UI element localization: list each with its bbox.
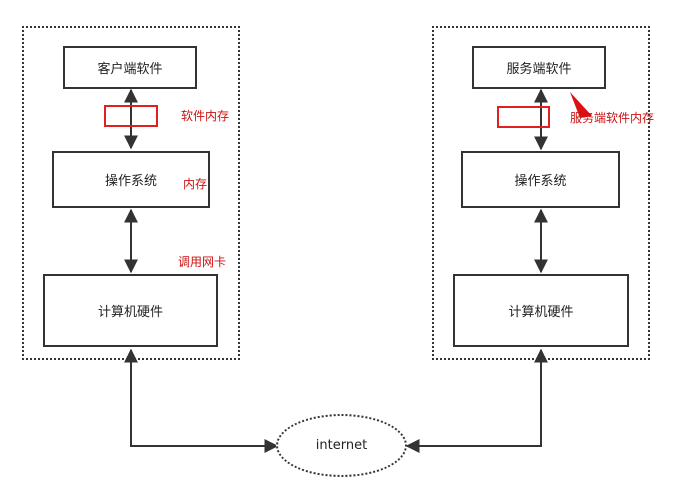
client-group	[22, 26, 240, 360]
annotation-call-nic: 调用网卡	[178, 255, 227, 269]
internet-node: internet	[276, 414, 407, 477]
client-memory-highlight	[104, 105, 158, 127]
annotation-memory: 内存	[183, 177, 208, 191]
annotation-server-software-memory: 服务端软件内存	[570, 111, 655, 125]
internet-label: internet	[315, 438, 368, 453]
server-hardware-label: 计算机硬件	[508, 305, 574, 320]
client-software-label: 客户端软件	[97, 62, 163, 77]
arrow-client-internet	[124, 348, 279, 453]
server-os-label: 操作系统	[514, 174, 567, 189]
client-hardware-box: 计算机硬件	[43, 274, 218, 347]
server-group	[432, 26, 650, 360]
server-software-label: 服务端软件	[506, 62, 572, 77]
client-os-box: 操作系统	[52, 151, 210, 208]
server-os-box: 操作系统	[461, 151, 620, 208]
client-hardware-label: 计算机硬件	[97, 305, 163, 320]
client-os-label: 操作系统	[104, 174, 157, 189]
server-software-box: 服务端软件	[472, 46, 606, 89]
red-pointer-icon	[570, 92, 592, 118]
client-software-box: 客户端软件	[63, 46, 197, 89]
server-hardware-box: 计算机硬件	[453, 274, 629, 347]
server-memory-highlight	[497, 106, 550, 128]
arrow-server-internet	[405, 348, 548, 453]
annotation-client-software-memory: 软件内存	[181, 109, 230, 123]
